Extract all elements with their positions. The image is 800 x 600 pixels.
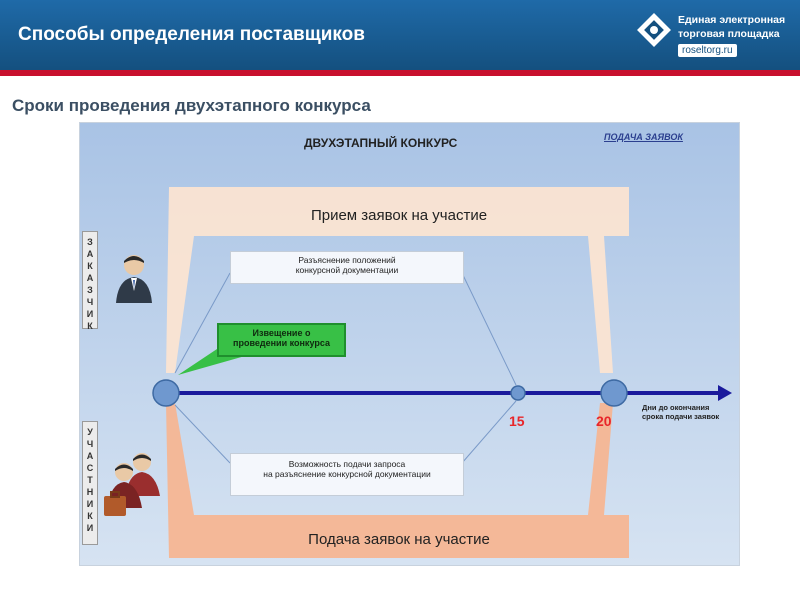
timeline-arrow [718, 385, 732, 401]
connector-top-left [174, 272, 231, 374]
logo-text-line2: торговая площадка [678, 28, 780, 40]
diagram-panel: ДВУХЭТАПНЫЙ КОНКУРС ПОДАЧА ЗАЯВОК Прием … [79, 122, 740, 566]
header-bar: Способы определения поставщиков Единая э… [0, 0, 800, 70]
participants-group-icon [104, 453, 160, 516]
band-top-shape [166, 187, 629, 373]
logo-url[interactable]: roseltorg.ru [678, 44, 737, 57]
logo: Единая электронная торговая площадка ros… [632, 8, 800, 64]
band-top-label: Прием заявок на участие [310, 207, 488, 224]
diagram-graphics [152, 187, 732, 558]
side-letter: Ч [86, 297, 94, 307]
band-bottom-label: Подача заявок на участие [308, 531, 490, 548]
side-letter: А [86, 451, 94, 461]
side-label-customer: З А К А З Ч И К [82, 231, 98, 331]
side-letter: З [87, 237, 93, 247]
diagram-title: ДВУХЭТАПНЫЙ КОНКУРС [304, 136, 458, 150]
axis-label-line2: срока подачи заявок [642, 412, 720, 421]
logo-icon [637, 13, 671, 47]
marker-label-15: 15 [509, 413, 525, 429]
corner-label: ПОДАЧА ЗАЯВОК [604, 132, 683, 142]
request-line2: на разъяснение конкурсной документации [263, 469, 431, 479]
side-letter: А [86, 249, 94, 259]
side-letter: К [87, 511, 93, 521]
side-letter: К [87, 261, 93, 271]
customer-person-icon [116, 255, 152, 303]
notice-line1: Извещение о [252, 328, 311, 338]
connector-bottom-left [174, 404, 231, 464]
side-letter: Т [87, 475, 93, 485]
clarification-box: Разъяснение положений конкурсной докумен… [230, 251, 464, 284]
side-letter: У [87, 427, 93, 437]
side-letter: И [86, 499, 94, 509]
clarification-line1: Разъяснение положений [298, 255, 396, 265]
band-bottom-shape [166, 403, 629, 558]
timeline-node-15 [510, 385, 526, 401]
marker-label-20: 20 [596, 413, 612, 429]
side-letter: А [86, 273, 94, 283]
side-letter: Ч [86, 439, 94, 449]
notice-callout: Извещение о проведении конкурса [217, 323, 346, 357]
connector-top-right [461, 272, 517, 386]
side-label-participants: У Ч А С Т Н И К И [82, 421, 98, 545]
side-letter: И [86, 523, 94, 533]
timeline-node-start [152, 379, 180, 407]
logo-text-line1: Единая электронная [678, 14, 786, 26]
side-letter: Н [86, 487, 94, 497]
side-letter: З [87, 285, 93, 295]
side-letter: К [87, 321, 93, 331]
side-letter: И [86, 309, 94, 319]
request-box: Возможность подачи запроса на разъяснени… [230, 453, 464, 496]
axis-label-line1: Дни до окончания [642, 403, 710, 412]
notice-line2: проведении конкурса [233, 338, 330, 348]
page-title: Способы определения поставщиков [18, 24, 365, 45]
axis-label: Дни до окончания срока подачи заявок [642, 403, 719, 421]
side-letter: С [86, 463, 94, 473]
clarification-line2: конкурсной документации [295, 265, 399, 275]
header-accent-line [0, 70, 800, 76]
connector-bottom-right [461, 400, 517, 464]
request-line1: Возможность подачи запроса [288, 459, 406, 469]
section-subtitle: Сроки проведения двухэтапного конкурса [12, 96, 371, 115]
timeline-node-20 [600, 379, 628, 407]
